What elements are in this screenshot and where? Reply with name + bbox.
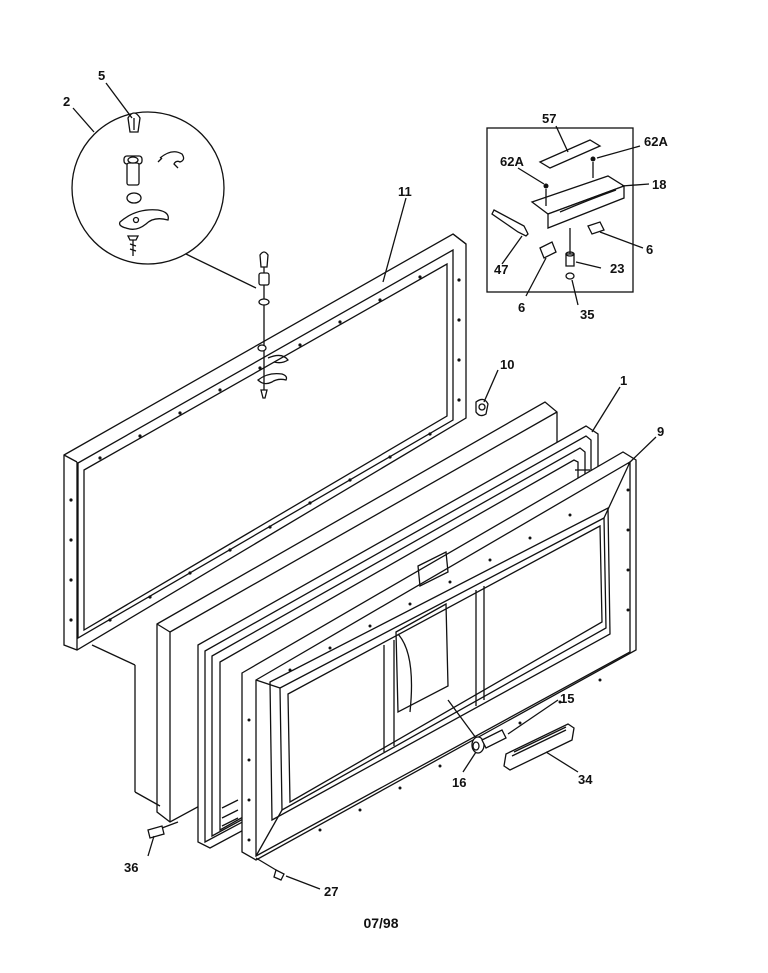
- callout-23: 23: [610, 261, 624, 276]
- bumper-part: [475, 398, 489, 417]
- callout-35: 35: [580, 307, 594, 322]
- lock-detail-box: [486, 127, 634, 293]
- callout-15: 15: [560, 691, 574, 706]
- callout-57: 57: [542, 111, 556, 126]
- leader-lines: [72, 82, 657, 890]
- callout-62a-left: 62A: [500, 154, 524, 169]
- callout-16: 16: [452, 775, 466, 790]
- callout-18: 18: [652, 177, 666, 192]
- callout-6-left: 6: [518, 300, 525, 315]
- back-panel-part: [63, 233, 467, 651]
- callout-34: 34: [578, 772, 593, 787]
- hinge-detail-magnifier: [71, 111, 257, 289]
- hinge-clip-part: [147, 821, 179, 839]
- outer-door-panel-part: [241, 451, 637, 861]
- screw-part: [255, 857, 285, 881]
- callout-1: 1: [620, 373, 627, 388]
- hinge-parts-exploded: [257, 251, 289, 399]
- callout-6-right: 6: [646, 242, 653, 257]
- callout-27: 27: [324, 884, 338, 899]
- callout-9: 9: [657, 424, 664, 439]
- callout-5: 5: [98, 68, 105, 83]
- callout-47: 47: [494, 262, 508, 277]
- footer-date-code: 07/98: [363, 915, 398, 931]
- callout-10: 10: [500, 357, 514, 372]
- handle-part: [503, 723, 575, 771]
- callout-labels: 5 2 11 10 1 9 15 16 34 36 27 57 62A 62A …: [63, 68, 668, 899]
- callout-11: 11: [398, 184, 412, 199]
- callout-36: 36: [124, 860, 138, 875]
- lock-cylinder-part: [447, 699, 507, 754]
- callout-62a-right: 62A: [644, 134, 668, 149]
- callout-2: 2: [63, 94, 70, 109]
